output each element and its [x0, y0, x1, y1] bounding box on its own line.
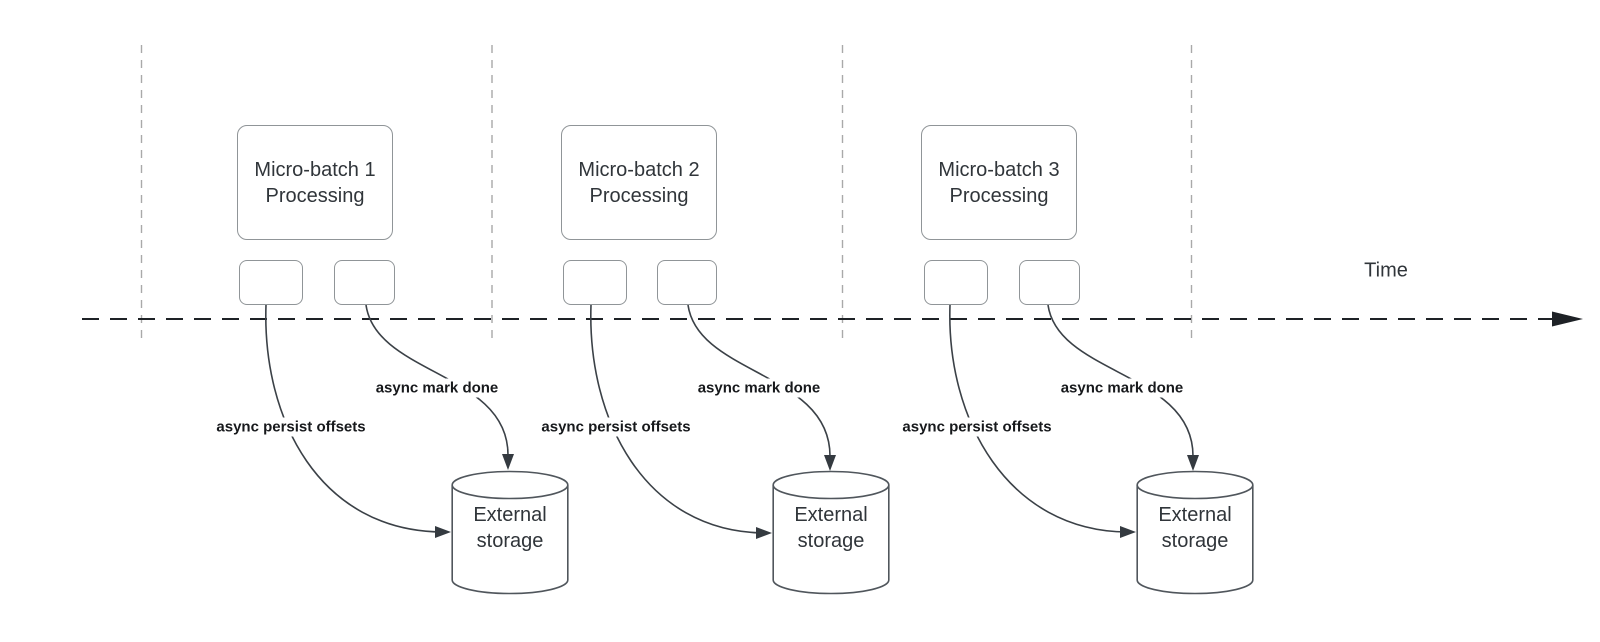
micro-batch-1-processing-box: Micro-batch 1 Processing — [237, 125, 393, 240]
external-storage-label-3: External storage — [1158, 504, 1232, 552]
external-storage-label-1: External storage — [473, 504, 547, 552]
task-box-1a — [239, 260, 303, 305]
persist-offsets-label-1: async persist offsets — [213, 417, 369, 437]
cylinder-shape-icon — [772, 470, 890, 595]
external-storage-cylinder-1: External storage — [451, 470, 569, 595]
persist-offsets-arrowhead-icon-3 — [1120, 526, 1136, 538]
cylinder-shape-icon — [451, 470, 569, 595]
mark-done-arrowhead-icon-1 — [502, 454, 514, 470]
mark-done-arrowhead-icon-2 — [824, 455, 836, 471]
task-box-3b — [1019, 260, 1080, 305]
cylinder-shape-icon — [1136, 470, 1254, 595]
task-box-2a — [563, 260, 627, 305]
task-box-2b — [657, 260, 717, 305]
micro-batch-2-processing-box: Micro-batch 2 Processing — [561, 125, 717, 240]
external-storage-label-2: External storage — [794, 504, 868, 552]
external-storage-cylinder-2: External storage — [772, 470, 890, 595]
persist-offsets-label-3: async persist offsets — [899, 417, 1055, 437]
mark-done-label-2: async mark done — [694, 378, 824, 398]
micro-batch-3-processing-box: Micro-batch 3 Processing — [921, 125, 1077, 240]
external-storage-cylinder-3: External storage — [1136, 470, 1254, 595]
task-box-3a — [924, 260, 988, 305]
mark-done-label-3: async mark done — [1057, 378, 1187, 398]
persist-offsets-arrowhead-icon-2 — [756, 527, 772, 539]
mark-done-label-1: async mark done — [372, 378, 502, 398]
persist-offsets-arrowhead-icon-1 — [435, 526, 451, 538]
persist-offsets-label-2: async persist offsets — [538, 417, 694, 437]
task-box-1b — [334, 260, 395, 305]
mark-done-arrowhead-icon-3 — [1187, 455, 1199, 471]
time-axis-label: Time — [1364, 259, 1408, 282]
time-axis-arrowhead-icon — [1552, 311, 1583, 327]
